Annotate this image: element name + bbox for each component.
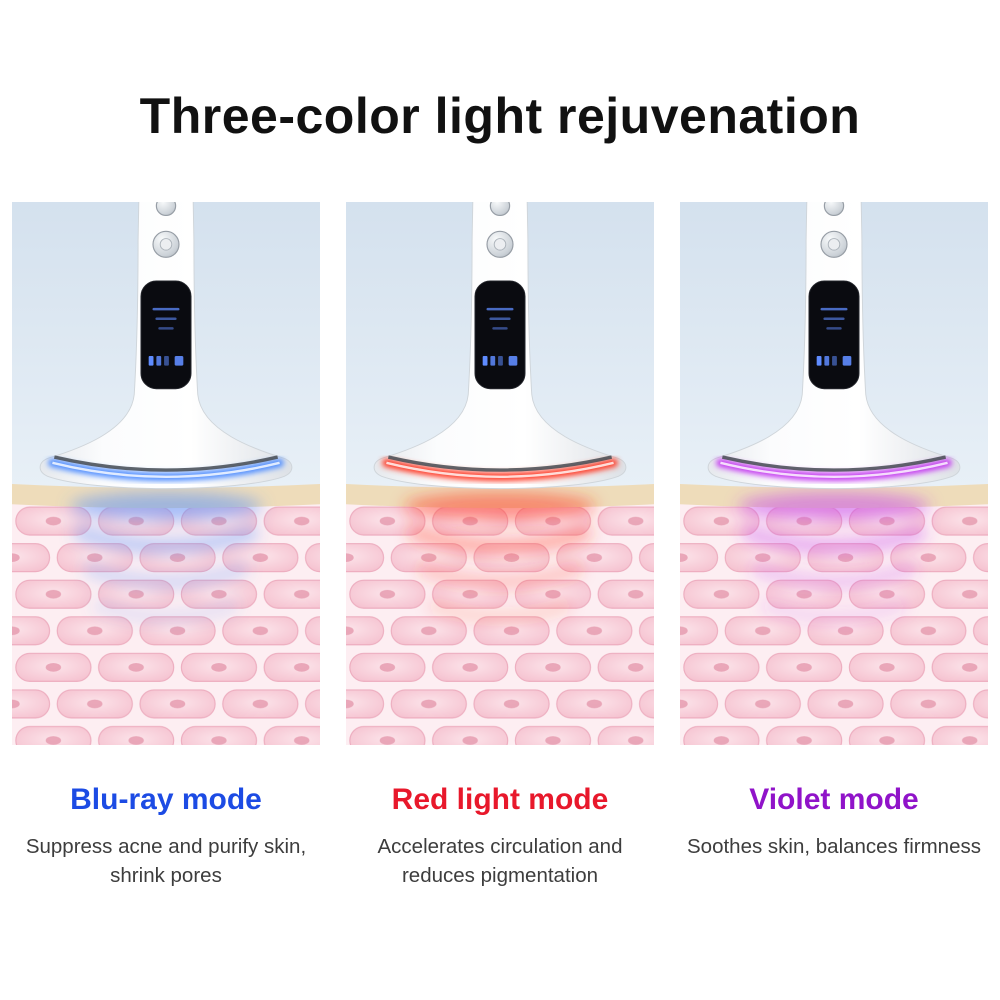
skin-cells: [346, 497, 654, 746]
mode-panel-blue: [12, 201, 320, 746]
page-title: Three-color light rejuvenation: [139, 88, 861, 144]
skin-light-glow: [737, 491, 931, 622]
skin-light-glow: [69, 491, 263, 622]
mode-column-blue: Blu-ray mode Suppress acne and purify sk…: [12, 201, 320, 891]
mode-description-blue: Suppress acne and purify skin, shrink po…: [25, 834, 307, 887]
skin-light-glow: [403, 491, 597, 622]
mode-description-red: Accelerates circulation and reduces pigm…: [377, 834, 623, 887]
device-light-strip: [48, 458, 284, 481]
mode-panel-red: [346, 201, 654, 746]
device-light-strip: [716, 458, 952, 481]
skin-cells: [12, 497, 320, 746]
mode-description-violet: Soothes skin, balances firmness: [687, 834, 981, 858]
mode-title-violet: Violet mode: [749, 783, 919, 817]
mode-column-red: Red light mode Accelerates circulation a…: [346, 201, 654, 891]
mode-illustration-red: [346, 201, 654, 746]
mode-title-red: Red light mode: [391, 783, 609, 817]
mode-illustration-violet: [680, 201, 988, 746]
mode-title-blue: Blu-ray mode: [70, 783, 262, 817]
mode-illustration-blue: [12, 201, 320, 746]
skin-cells: [680, 497, 988, 746]
mode-panel-violet: [680, 201, 988, 746]
mode-column-violet: Violet mode Soothes skin, balances firmn…: [680, 201, 988, 891]
device-light-strip: [382, 458, 618, 481]
mode-columns: Blu-ray mode Suppress acne and purify sk…: [0, 201, 1000, 891]
